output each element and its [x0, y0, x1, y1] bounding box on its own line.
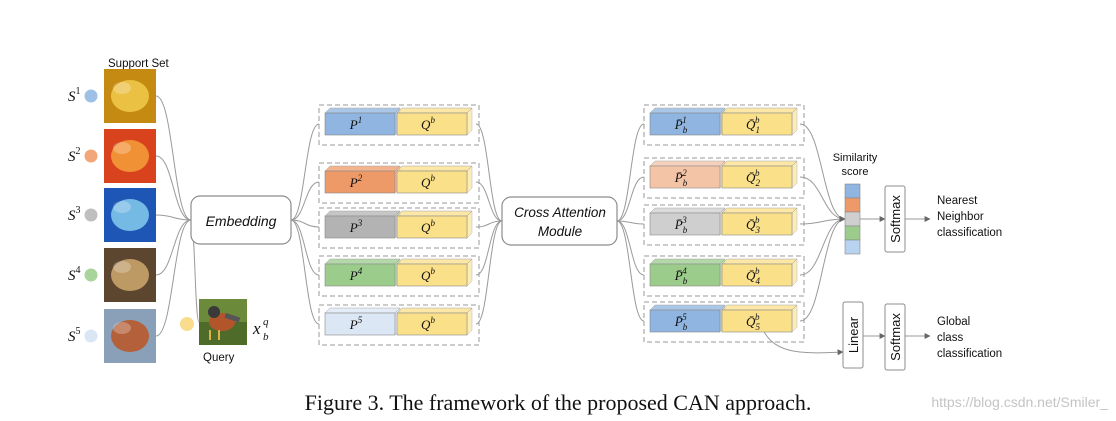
softmax-bottom-label: Softmax — [888, 313, 903, 361]
query-dot — [180, 317, 194, 331]
support-color-dot — [84, 268, 98, 282]
similarity-cell — [844, 197, 861, 213]
nn-label-line2: Neighbor — [937, 211, 984, 223]
global-label-line2: class — [937, 332, 963, 344]
support-image — [104, 309, 156, 363]
right-pair-1: P̄b1 Q̄1b — [643, 104, 805, 146]
q-block: Q̄4b — [721, 258, 798, 287]
right-pair-5: P̄b5 Q̄5b — [643, 301, 805, 343]
support-item-3: S3 — [68, 188, 156, 242]
support-image — [104, 248, 156, 302]
support-color-dot — [84, 89, 98, 103]
q-block: Qb — [396, 210, 473, 239]
nn-label-line1: Nearest — [937, 195, 978, 207]
svg-text:P̄b4: P̄b4 — [674, 266, 688, 286]
svg-text:Q̄3b: Q̄3b — [746, 215, 760, 235]
support-image — [104, 69, 156, 123]
support-symbol: S2 — [68, 146, 81, 165]
svg-text:P̄b3: P̄b3 — [674, 215, 688, 235]
q-block: Qb — [396, 258, 473, 287]
q-block: Qb — [396, 307, 473, 336]
softmax-bottom-box — [884, 303, 906, 371]
support-item-4: S4 — [68, 248, 156, 302]
support-symbol: S3 — [68, 205, 81, 224]
support-color-dot — [84, 149, 98, 163]
svg-text:P̄b1: P̄b1 — [674, 115, 688, 135]
support-color-dot — [84, 208, 98, 222]
cross-attention-box — [501, 196, 618, 246]
global-label-line1: Global — [937, 316, 970, 328]
support-item-5: S5 — [68, 309, 156, 363]
similarity-label-line2: score — [842, 166, 869, 178]
nn-label-line3: classification — [937, 227, 1002, 239]
linear-box — [842, 301, 864, 369]
p-block: P̄b4 — [649, 258, 726, 287]
q-block: Qb — [396, 165, 473, 194]
p-block: P̄b2 — [649, 160, 726, 189]
p-block: P3 — [324, 210, 401, 239]
support-item-1: S1 — [68, 69, 156, 123]
support-symbol: S4 — [68, 265, 81, 284]
embedding-box — [190, 195, 292, 245]
support-symbol: S5 — [68, 326, 81, 345]
svg-text:Q̄1b: Q̄1b — [746, 115, 760, 135]
svg-text:x: x — [252, 319, 261, 338]
p-block: P5 — [324, 307, 401, 336]
svg-text:Q̄2b: Q̄2b — [746, 168, 760, 188]
p-block: P̄b1 — [649, 107, 726, 136]
support-item-2: S2 — [68, 129, 156, 183]
q-block: Q̄5b — [721, 304, 798, 333]
p-block: P2 — [324, 165, 401, 194]
support-image — [104, 188, 156, 242]
query-image — [199, 299, 247, 345]
p-block: P4 — [324, 258, 401, 287]
p-block: P̄b3 — [649, 207, 726, 236]
figure-caption: Figure 3. The framework of the proposed … — [304, 390, 812, 415]
right-pair-2: P̄b2 Q̄2b — [643, 157, 805, 199]
q-block: Qb — [396, 107, 473, 136]
right-pair-4: P̄b4 Q̄4b — [643, 255, 805, 297]
svg-text:Q̄5b: Q̄5b — [746, 312, 760, 332]
similarity-cell — [844, 211, 861, 227]
similarity-cell — [844, 239, 861, 255]
softmax-top-label: Softmax — [888, 195, 903, 243]
linear-label: Linear — [846, 316, 861, 353]
query-symbol: x b q — [252, 316, 269, 343]
svg-text:q: q — [263, 316, 269, 328]
similarity-cell — [844, 183, 861, 199]
global-label-line3: classification — [937, 348, 1002, 360]
support-image — [104, 129, 156, 183]
embedding-label: Embedding — [206, 213, 277, 229]
similarity-label-line1: Similarity — [833, 152, 878, 164]
cross-attention-label-line1: Cross Attention — [514, 205, 606, 220]
support-set-title: Support Set — [108, 58, 170, 70]
q-block: Q̄3b — [721, 207, 798, 236]
p-block: P̄b5 — [649, 304, 726, 333]
svg-text:P̄b2: P̄b2 — [674, 168, 688, 188]
similarity-cell — [844, 225, 861, 241]
q-block: Q̄2b — [721, 160, 798, 189]
support-color-dot — [84, 329, 98, 343]
q-block: Q̄1b — [721, 107, 798, 136]
softmax-top-box — [884, 185, 906, 253]
support-symbol: S1 — [68, 86, 81, 105]
right-pair-3: P̄b3 Q̄3b — [643, 204, 805, 246]
svg-text:Q̄4b: Q̄4b — [746, 266, 760, 286]
svg-text:b: b — [263, 331, 269, 343]
cross-attention-label-line2: Module — [538, 224, 582, 239]
svg-text:P̄b5: P̄b5 — [674, 312, 688, 332]
watermark: https://blog.csdn.net/Smiler_ — [931, 394, 1108, 410]
p-block: P1 — [324, 107, 401, 136]
query-label: Query — [203, 352, 235, 364]
